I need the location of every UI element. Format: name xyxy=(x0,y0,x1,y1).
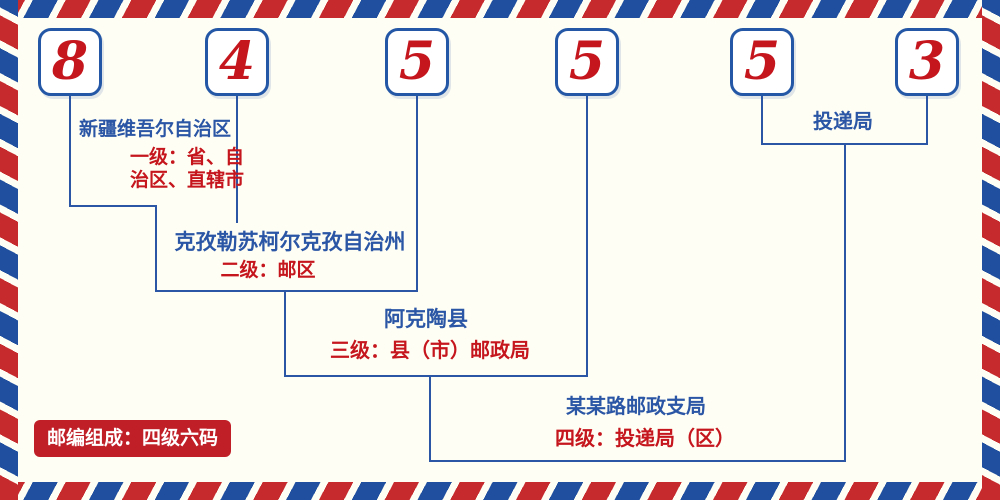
digit-box-1: 8 xyxy=(38,28,102,96)
connector-level2-underline xyxy=(155,290,418,292)
digit-2: 4 xyxy=(218,31,256,92)
delivery-office-label: 投递局 xyxy=(813,109,873,133)
connector-level3-underline xyxy=(284,375,588,377)
connector-digit5-down xyxy=(761,96,763,145)
digit-4: 5 xyxy=(568,31,606,92)
connector-level2-to-level3 xyxy=(284,290,286,377)
connector-level3-to-level4 xyxy=(429,375,431,462)
postal-code-composition-badge: 邮编组成：四级六码 xyxy=(34,420,232,457)
level2-description: 二级：邮区 xyxy=(220,259,316,281)
airmail-border-top xyxy=(0,0,1000,18)
level3-region-name: 阿克陶县 xyxy=(384,307,468,331)
connector-delivery-down xyxy=(844,143,846,462)
digit-3: 5 xyxy=(398,31,436,92)
digit-box-4: 5 xyxy=(555,28,619,96)
connector-digit6-down xyxy=(926,96,928,145)
connector-digit2-down xyxy=(236,96,238,223)
digit-box-5: 5 xyxy=(730,28,794,96)
connector-level1-underline xyxy=(69,205,157,207)
level1-description-line2: 治区、直辖市 xyxy=(129,169,244,191)
airmail-border-bottom xyxy=(0,482,1000,500)
connector-delivery-bracket xyxy=(761,143,928,145)
level3-description: 三级：县（市）邮政局 xyxy=(330,338,530,362)
level1-description-line1: 一级：省、自 xyxy=(129,146,244,168)
digit-box-3: 5 xyxy=(385,28,449,96)
connector-level4-underline xyxy=(429,460,846,462)
digit-6: 3 xyxy=(908,31,946,92)
level4-description: 四级：投递局（区） xyxy=(555,426,735,450)
airmail-border-right xyxy=(982,0,1000,500)
level4-branch-name: 某某路邮政支局 xyxy=(566,394,706,418)
connector-digit4-down xyxy=(586,96,588,377)
digit-box-6: 3 xyxy=(895,28,959,96)
connector-level1-to-level2 xyxy=(155,205,157,292)
connector-digit3-down xyxy=(416,96,418,292)
airmail-border-left xyxy=(0,0,18,500)
connector-digit1-down xyxy=(69,96,71,207)
digit-5: 5 xyxy=(743,31,781,92)
digit-box-2: 4 xyxy=(205,28,269,96)
level2-region-name: 克孜勒苏柯尔克孜自治州 xyxy=(174,230,406,254)
digit-1: 8 xyxy=(51,31,89,92)
level1-region-name: 新疆维吾尔自治区 xyxy=(78,118,231,140)
